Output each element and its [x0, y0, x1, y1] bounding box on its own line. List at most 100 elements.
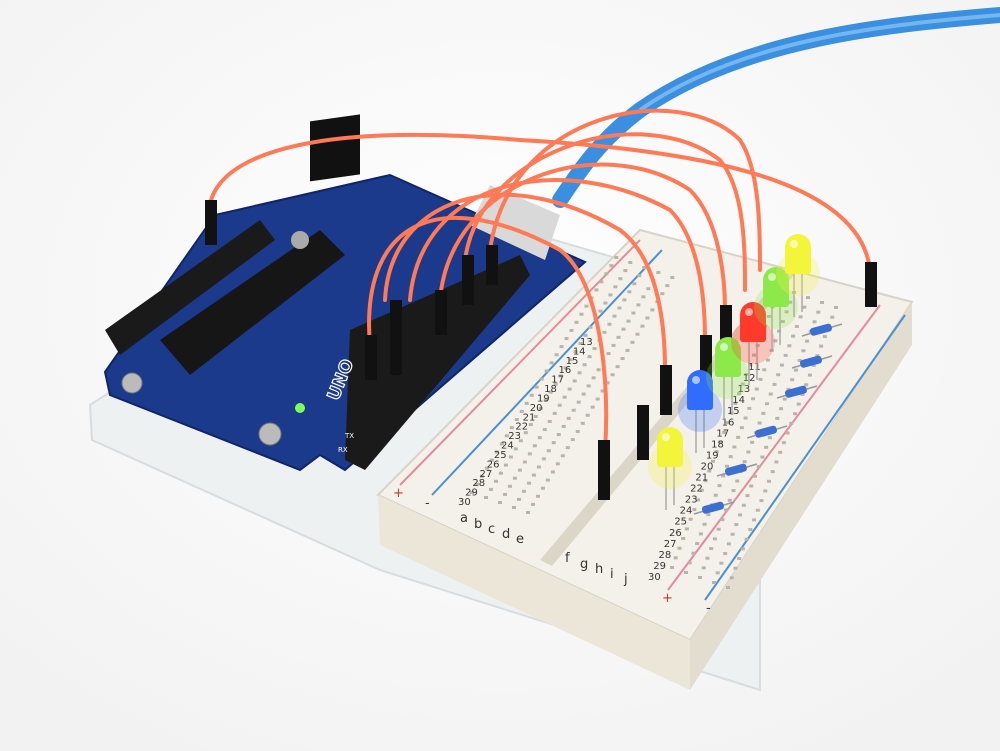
breadboard-hole: [798, 315, 803, 319]
wire-connector: [700, 335, 712, 380]
breadboard-hole: [733, 401, 738, 405]
breadboard-hole: [778, 450, 783, 454]
col-label-d: d: [502, 527, 510, 542]
breadboard-front-right: [690, 302, 912, 690]
breadboard-hole: [526, 511, 530, 514]
breadboard-hole: [607, 322, 612, 326]
breadboard-hole: [529, 393, 534, 397]
wire-connector: [865, 262, 877, 307]
breadboard-hole: [779, 407, 784, 411]
led-dome: [715, 337, 741, 363]
breadboard-hole: [507, 484, 512, 488]
breadboard-hole: [760, 455, 765, 459]
row-number: 26: [487, 459, 500, 470]
breadboard-hole: [626, 319, 631, 323]
breadboard-hole: [794, 324, 799, 328]
mounting-screw: [121, 372, 143, 394]
mounting-screw: [258, 422, 282, 446]
led-highlight: [790, 240, 798, 248]
row-number: 29: [465, 488, 478, 499]
breadboard-hole: [579, 312, 584, 316]
breadboard-hole: [759, 499, 764, 503]
breadboard-hole: [521, 489, 526, 493]
breadboard-hole: [744, 372, 749, 376]
breadboard-hole: [751, 397, 756, 401]
wire-connector: [660, 365, 672, 415]
breadboard-hole: [723, 552, 728, 556]
row-number: 19: [537, 393, 550, 404]
breadboard-hole: [551, 441, 556, 445]
breadboard-hole: [745, 494, 750, 498]
breadboard-hole: [769, 348, 774, 352]
breadboard-hole: [580, 421, 585, 425]
breadboard-hole: [737, 392, 742, 396]
breadboard-hole: [816, 310, 821, 314]
resistors: [693, 323, 843, 515]
breadboard-hole: [727, 498, 732, 502]
breadboard-hole: [741, 503, 746, 507]
row-number: 25: [674, 517, 687, 528]
wire-connector: [637, 405, 649, 460]
breadboard-hole: [499, 442, 504, 446]
rx-label: RX: [338, 446, 348, 454]
breadboard-hole: [802, 305, 807, 309]
breadboard-hole: [598, 309, 603, 313]
breadboard-hole: [552, 411, 557, 415]
led-highlight: [720, 343, 728, 351]
breadboard-hole: [583, 333, 588, 337]
breadboard-hole: [735, 479, 740, 483]
breadboard-hole: [502, 492, 507, 496]
breadboard-hole: [484, 466, 489, 470]
resistor: [799, 355, 822, 368]
breadboard-hole: [791, 334, 796, 338]
breadboard-hole: [530, 502, 535, 506]
breadboard-hole: [768, 392, 773, 396]
breadboard-hole: [554, 353, 559, 357]
breadboard-hole: [622, 298, 627, 302]
jumper-wire: [488, 108, 762, 272]
breadboard-hole: [549, 361, 554, 365]
breadboard-hole: [546, 449, 551, 453]
breadboard-hole: [688, 517, 693, 521]
breadboard-hole: [793, 368, 798, 372]
breadboard-hole: [632, 282, 637, 286]
breadboard-hole: [599, 280, 604, 284]
arduino-uno-board: UNO TX RX: [103, 114, 587, 472]
row-number: 20: [701, 461, 714, 472]
breadboard-hole: [786, 387, 791, 391]
breadboard-hole: [656, 271, 661, 274]
breadboard-hole: [635, 332, 640, 336]
wire-connector: [462, 255, 474, 305]
breadboard-hole: [797, 358, 802, 362]
breadboard-hole: [773, 339, 778, 343]
col-label-i: i: [610, 567, 614, 582]
breadboard-hole: [618, 277, 623, 281]
breadboard-hole: [555, 462, 560, 466]
col-label-g: g: [580, 557, 588, 572]
breadboard-hole: [594, 288, 599, 292]
dc-power-jack: [310, 114, 360, 182]
breadboard-hole: [557, 403, 562, 407]
breadboard-hole: [766, 314, 771, 318]
breadboard-hole: [567, 387, 572, 391]
wire-connector: [720, 305, 732, 345]
breadboard-hole: [748, 363, 753, 367]
breadboard-hole: [705, 556, 710, 560]
breadboard-hole: [542, 428, 547, 432]
breadboard-hole: [614, 256, 619, 259]
breadboard-hole: [762, 368, 767, 372]
breadboard-hole: [470, 491, 474, 494]
breadboard-hole: [717, 484, 722, 488]
breadboard-hole: [560, 454, 565, 458]
breadboard-hole: [721, 474, 726, 478]
breadboard-hole: [758, 377, 763, 381]
wire-connector: [390, 300, 402, 375]
breadboard-hole: [518, 439, 523, 443]
row-number: 11: [748, 362, 761, 373]
row-numbers-right: 1112131415161718192021222324252627282930: [648, 362, 761, 583]
breadboard-hole: [707, 469, 712, 473]
breadboard-hole: [728, 455, 733, 459]
breadboard-hole: [770, 470, 775, 474]
breadboard-hole: [774, 460, 779, 464]
